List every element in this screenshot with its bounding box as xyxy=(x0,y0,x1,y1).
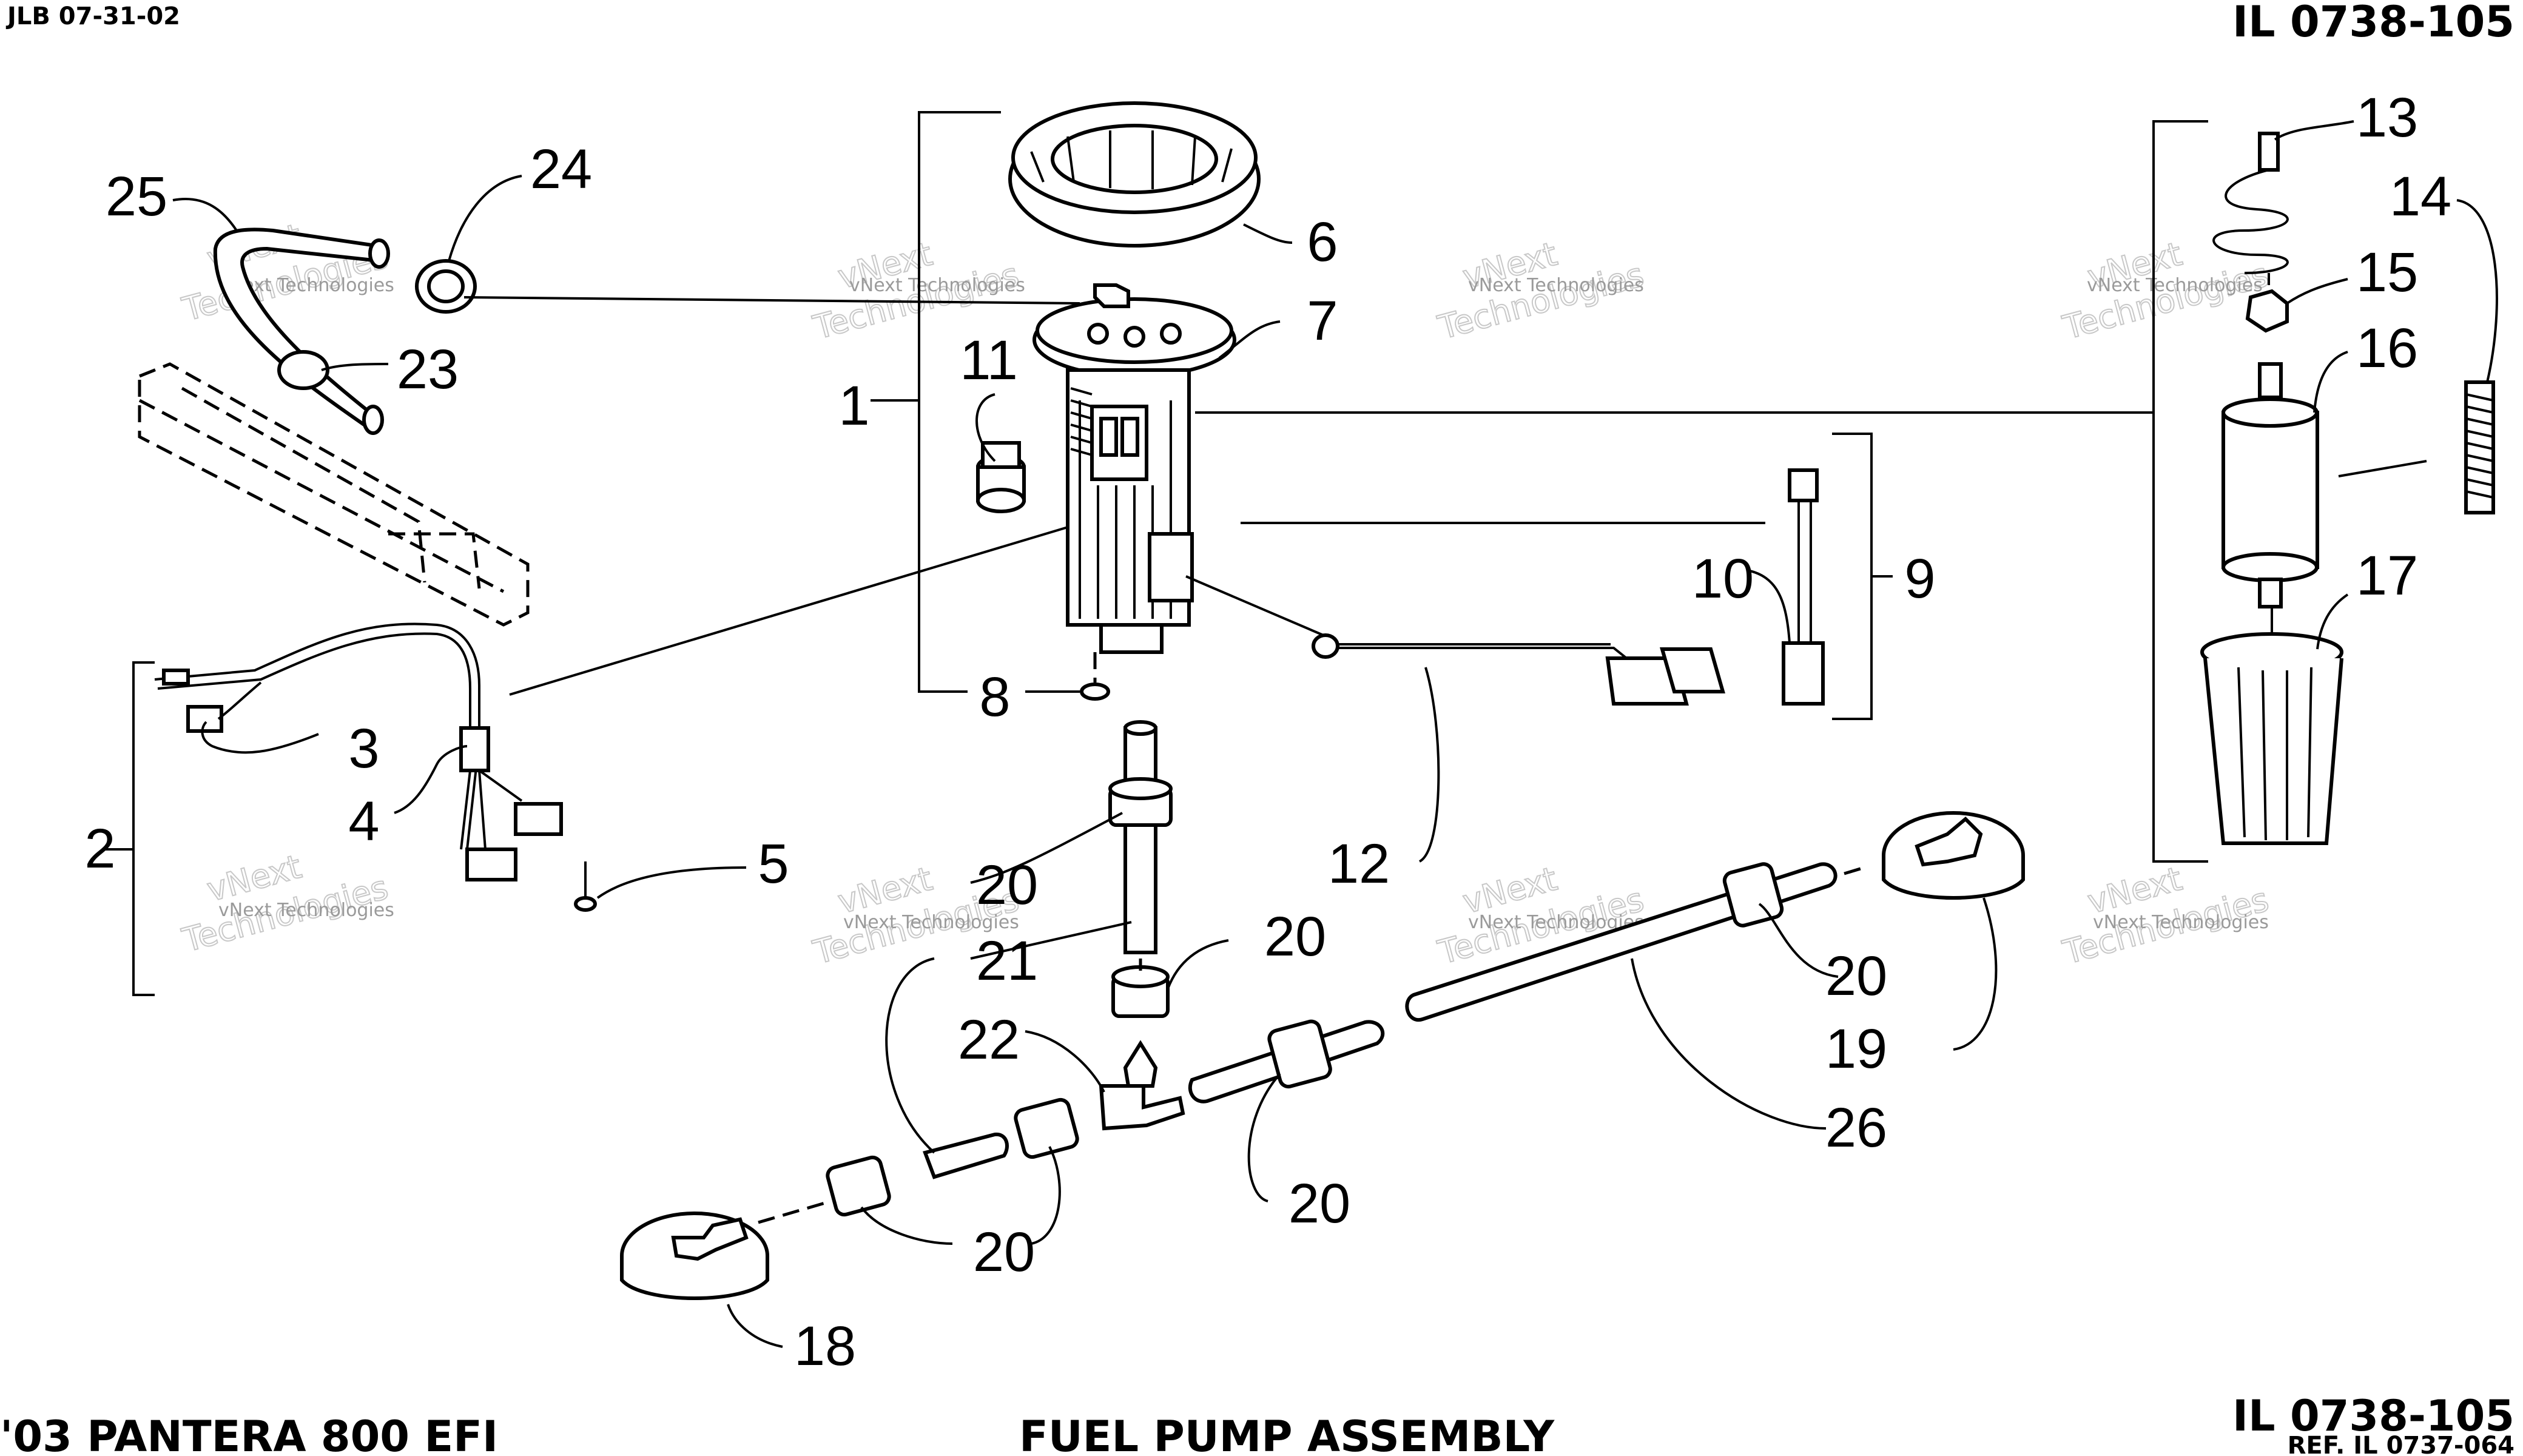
callout-6: 6 xyxy=(1307,211,1338,273)
watermark-text: vNext Technologies xyxy=(218,900,394,921)
sender-unit-part xyxy=(1782,468,1825,706)
callout-20c: 20 xyxy=(1825,945,1887,1007)
watermark-text: vNext Technologies xyxy=(1468,275,1644,296)
callout-26: 26 xyxy=(1825,1097,1887,1159)
header-right-code: IL 0738-105 xyxy=(2232,0,2515,47)
callout-10: 10 xyxy=(1692,548,1754,610)
screw-part xyxy=(574,861,597,912)
watermark-text: vNext Technologies xyxy=(2093,912,2269,933)
callout-14: 14 xyxy=(2390,166,2451,228)
callout-22: 22 xyxy=(958,1009,1020,1071)
callout-25: 25 xyxy=(106,166,167,228)
callout-15: 15 xyxy=(2356,241,2418,303)
callout-21: 21 xyxy=(976,930,1038,992)
spring-part xyxy=(2464,380,2495,514)
callout-16: 16 xyxy=(2356,317,2418,379)
callout-12: 12 xyxy=(1328,833,1390,895)
callout-13: 13 xyxy=(2356,87,2418,149)
callout-17: 17 xyxy=(2356,545,2418,607)
check-valve-fitting-part xyxy=(976,441,1026,513)
main-wire-harness-part xyxy=(154,622,563,881)
callout-20a: 20 xyxy=(976,854,1038,916)
callout-23: 23 xyxy=(397,339,459,400)
fuel-pump-module-part xyxy=(1032,283,1236,654)
callout-20e: 20 xyxy=(973,1221,1035,1283)
callout-9: 9 xyxy=(1904,548,1935,610)
reference-line-harness xyxy=(509,521,1086,696)
o-ring-part xyxy=(1080,682,1110,701)
leader-lines xyxy=(172,120,2498,1348)
callout-19: 19 xyxy=(1825,1018,1887,1080)
callout-24: 24 xyxy=(530,138,592,200)
callout-11: 11 xyxy=(960,329,1018,391)
callout-7: 7 xyxy=(1307,290,1338,352)
callout-8: 8 xyxy=(979,666,1010,728)
callout-18: 18 xyxy=(794,1315,856,1377)
watermark-text: vNext Technologies xyxy=(849,275,1025,296)
electric-fuel-pump-part xyxy=(2222,362,2319,608)
hex-nut-part xyxy=(2245,289,2289,333)
footer-il-code: IL 0738-105 xyxy=(2232,1391,2515,1441)
footer-ref-code: REF. IL 0737-064 xyxy=(2288,1432,2515,1456)
frame-bracket-part xyxy=(138,362,530,627)
fuel-filter-part xyxy=(2200,607,2343,845)
callout-4: 4 xyxy=(348,790,379,852)
callout-labels: 1 2 3 4 5 6 7 8 9 10 11 12 13 14 15 16 1… xyxy=(84,87,2451,1377)
bracket-sender-9 xyxy=(1832,433,1873,720)
watermark-text: vNext Technologies xyxy=(843,912,1019,933)
lock-ring-part xyxy=(1008,101,1261,248)
footer-title: FUEL PUMP ASSEMBLY xyxy=(1019,1412,1555,1456)
callout-5: 5 xyxy=(758,833,789,895)
header-left-code: JLB 07-31-02 xyxy=(5,2,180,30)
bracket-harness-2 xyxy=(132,661,155,996)
fuel-line-system-part xyxy=(620,720,2025,1300)
callout-3: 3 xyxy=(348,718,379,780)
watermark-text: vNext Technologies xyxy=(2087,275,2263,296)
callout-20d: 20 xyxy=(1288,1173,1350,1235)
bracket-pump-kit xyxy=(2152,120,2208,863)
pump-wire-harness-part xyxy=(1185,575,1725,706)
callout-20b: 20 xyxy=(1264,906,1326,968)
callout-1: 1 xyxy=(838,375,869,437)
footer-model: '03 PANTERA 800 EFI xyxy=(0,1412,498,1456)
reference-line-spring xyxy=(2338,460,2427,477)
bracket-assembly-1 xyxy=(918,111,1001,693)
callout-2: 2 xyxy=(84,818,115,880)
vent-hose-part xyxy=(213,228,1080,435)
